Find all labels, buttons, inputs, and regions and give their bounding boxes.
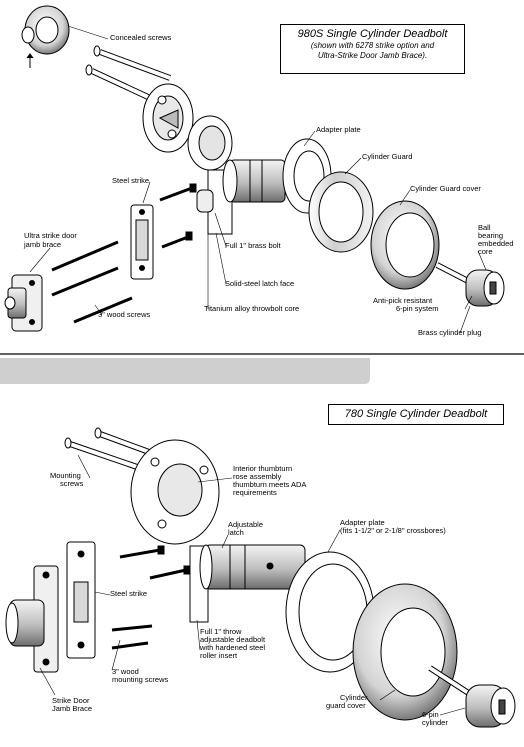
label-brass-bolt: Full 1" brass bolt xyxy=(225,241,281,250)
bottom-title-box: 780 Single Cylinder Deadbolt xyxy=(328,404,504,425)
latch-screws xyxy=(119,545,191,580)
bottom-exploded-view xyxy=(5,427,516,728)
label-interior-1: Interior thumbturn xyxy=(233,464,293,473)
label-anti-pick-2: 6-pin system xyxy=(396,304,439,313)
label-interior-3: thumbturn meets ADA xyxy=(233,480,307,489)
label-steel-strike: Steel strike xyxy=(112,176,150,185)
label-guard-2: guard cover xyxy=(326,701,366,710)
cylinder-guard-cover-780 xyxy=(352,583,458,721)
inner-ring xyxy=(187,115,233,171)
cylinder-guard-cover xyxy=(370,200,440,290)
wood-mounting-screws xyxy=(111,624,153,650)
label-ultra-strike-1: Ultra strike door xyxy=(24,231,77,240)
adjustable-latch xyxy=(189,544,306,623)
top-exploded-view xyxy=(4,5,505,334)
label-pin-2: cylinder xyxy=(422,718,448,727)
label-ball-3: embedded xyxy=(478,239,514,248)
label-wood-screws: 3" wood screws xyxy=(98,310,151,319)
label-concealed-screws: Concealed screws xyxy=(110,33,172,42)
latch-body xyxy=(196,159,286,235)
label-mounting-1: Mounting xyxy=(50,471,81,480)
label-wood-1: 3" wood xyxy=(112,667,139,676)
label-steel-strike-780: Steel strike xyxy=(110,589,148,598)
label-anti-pick-1: Anti-pick resistant xyxy=(373,296,433,305)
label-latch-face: Solid-steel latch face xyxy=(225,279,295,288)
label-cylinder-guard-cover: Cylinder Guard cover xyxy=(410,184,481,193)
label-throw-3: with hardened steel xyxy=(200,643,266,652)
label-adapter-plate: Adapter plate xyxy=(316,125,361,134)
label-adapter-1: Adapter plate xyxy=(340,518,385,527)
label-throwbolt-core: Titanium alloy throwbolt core xyxy=(204,304,300,313)
label-pin-1: 6-pin xyxy=(422,710,439,719)
mounting-plate xyxy=(142,83,194,153)
cylinder-guard xyxy=(308,171,374,253)
label-throw-2: adjustable deadbolt xyxy=(200,635,266,644)
label-throw-1: Full 1" throw xyxy=(200,627,242,636)
top-title: 980S Single Cylinder Deadbolt xyxy=(297,28,448,40)
label-mounting-2: screws xyxy=(60,479,84,488)
label-interior-2: rose assembly xyxy=(233,472,282,481)
top-subtitle-line2: Ultra-Strike Door Jamb Brace). xyxy=(317,51,428,60)
label-wood-2: mounting screws xyxy=(112,675,169,684)
long-wood-screws xyxy=(51,240,133,324)
ultra-strike-jamb-brace xyxy=(4,274,43,332)
label-ball-2: bearing xyxy=(478,231,504,240)
label-adjustable-2: latch xyxy=(228,528,244,537)
section-divider xyxy=(0,353,524,384)
six-pin-cylinder xyxy=(428,665,516,728)
adapter-plate-780 xyxy=(285,551,375,673)
top-subtitle-line1: (shown with 6278 strike option and xyxy=(310,41,435,50)
interior-rose xyxy=(130,439,220,545)
exterior-rose xyxy=(21,5,70,55)
label-ball-4: core xyxy=(478,247,493,256)
top-leader-lines xyxy=(29,25,487,334)
label-cylinder-plug: Brass cylinder plug xyxy=(418,328,482,337)
label-ball-1: Ball xyxy=(478,223,491,232)
label-cylinder-guard: Cylinder Guard xyxy=(362,152,413,161)
label-interior-4: requirements xyxy=(233,488,277,497)
label-jamb-2: Jamb Brace xyxy=(52,704,93,713)
steel-strike-780 xyxy=(66,541,96,659)
top-title-box: 980S Single Cylinder Deadbolt (shown wit… xyxy=(280,24,465,74)
label-ultra-strike-2: jamb brace xyxy=(24,240,62,249)
strike-screws xyxy=(159,183,197,249)
cylinder-assembly xyxy=(435,262,505,307)
label-throw-4: roller insert xyxy=(200,651,238,660)
steel-strike xyxy=(130,204,154,280)
label-adapter-2: (fits 1-1/2" or 2-1/8" crossbores) xyxy=(340,526,446,535)
strike-door-jamb-brace xyxy=(5,565,59,673)
bottom-leader-lines xyxy=(39,454,466,716)
label-jamb-1: Strike Door xyxy=(52,696,90,705)
concealed-screws xyxy=(85,45,172,100)
bottom-title: 780 Single Cylinder Deadbolt xyxy=(344,408,488,420)
label-adjustable-1: Adjustable xyxy=(228,520,264,529)
label-guard-1: Cylinder xyxy=(340,693,368,702)
